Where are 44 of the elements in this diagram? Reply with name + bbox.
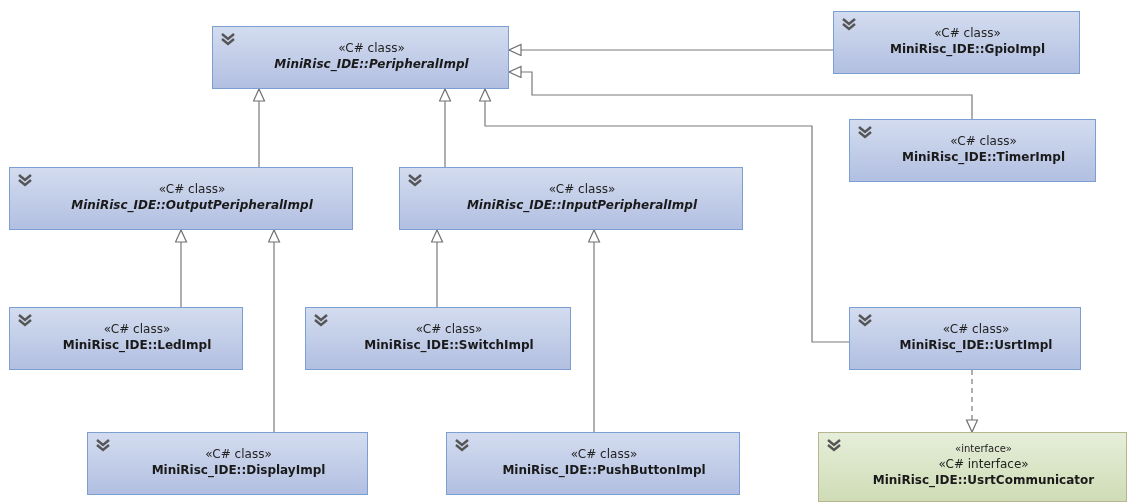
class-box	[9, 307, 243, 370]
stereotype: «C# class»	[950, 134, 1017, 147]
class-name: MiniRisc_IDE::GpioImpl	[890, 42, 1045, 57]
class-box	[849, 307, 1081, 370]
stereotype: «C# interface»	[938, 458, 1029, 471]
class-box	[399, 167, 743, 230]
generalization-arrow	[508, 43, 834, 57]
class-name: MiniRisc_IDE::PushButtonImpl	[502, 463, 706, 478]
generalization-arrow	[267, 229, 281, 433]
class-name: MiniRisc_IDE::OutputPeripheralImpl	[71, 198, 313, 213]
realization-arrow	[965, 369, 979, 433]
generalization-arrow	[174, 229, 188, 308]
stereotype: «C# class»	[942, 322, 1010, 335]
class-name: MiniRisc_IDE::TimerImpl	[901, 150, 1066, 165]
stereotype: «C# class»	[103, 322, 171, 335]
class-name: MiniRisc_IDE::InputPeripheralImpl	[466, 198, 698, 213]
generalization-arrow	[430, 229, 444, 308]
stereotype: «interface»	[955, 444, 1012, 455]
class-box	[305, 307, 571, 370]
class-box	[212, 26, 509, 89]
stereotype: «C# class»	[338, 41, 405, 54]
class-name: MiniRisc_IDE::SwitchImpl	[364, 338, 534, 353]
generalization-arrow	[587, 229, 601, 433]
class-name: MiniRisc_IDE::UsrtImpl	[899, 338, 1053, 353]
stereotype: «C# class»	[205, 447, 272, 460]
class-box	[87, 432, 368, 495]
class-name: MiniRisc_IDE::PeripheralImpl	[274, 57, 469, 72]
class-box	[849, 119, 1096, 182]
stereotype: «C# class»	[158, 182, 226, 195]
generalization-arrow	[478, 88, 850, 343]
class-box	[9, 167, 353, 230]
class-name: MiniRisc_IDE::UsrtCommunicator	[872, 474, 1095, 488]
interface-box	[818, 432, 1127, 502]
generalization-arrow	[252, 88, 266, 168]
stereotype: «C# class»	[548, 182, 616, 195]
generalization-arrow	[438, 88, 452, 168]
stereotype: «C# class»	[415, 322, 483, 335]
class-name: MiniRisc_IDE::LedImpl	[62, 338, 212, 353]
class-name: MiniRisc_IDE::DisplayImpl	[151, 463, 326, 478]
stereotype: «C# class»	[570, 447, 638, 460]
class-box	[446, 432, 740, 495]
class-box	[833, 11, 1080, 74]
generalization-arrow	[508, 65, 973, 120]
stereotype: «C# class»	[934, 26, 1001, 39]
